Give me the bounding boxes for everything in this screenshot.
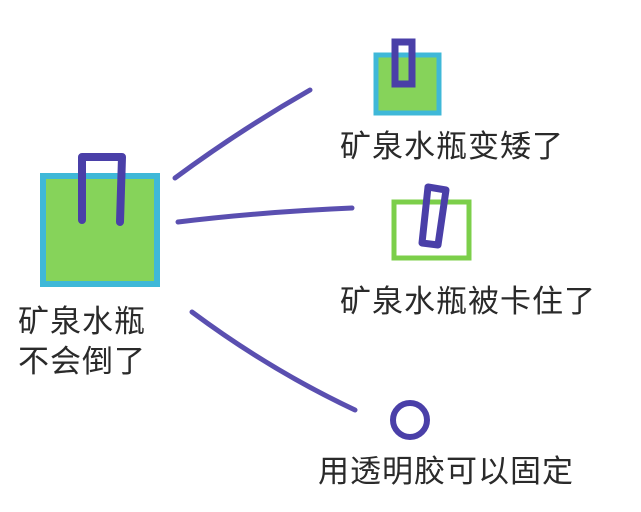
connector-lines: [172, 87, 358, 413]
tape-circle-icon: [390, 400, 430, 440]
root-bottle-box-icon: [40, 153, 160, 287]
root-label-line2: 不会倒了: [18, 344, 146, 380]
connector-line-1: [172, 87, 313, 181]
connector-line-2: [175, 205, 355, 225]
stuck-bottle-box-icon: [391, 183, 472, 261]
branch1-label: 矿泉水瓶变矮了: [340, 129, 564, 165]
root-label-line1: 矿泉水瓶: [18, 304, 146, 340]
short-bottle-box-icon: [373, 38, 442, 116]
branch3-label: 用透明胶可以固定: [318, 454, 574, 490]
connector-line-3: [189, 309, 358, 413]
branch2-label: 矿泉水瓶被卡住了: [340, 284, 596, 320]
